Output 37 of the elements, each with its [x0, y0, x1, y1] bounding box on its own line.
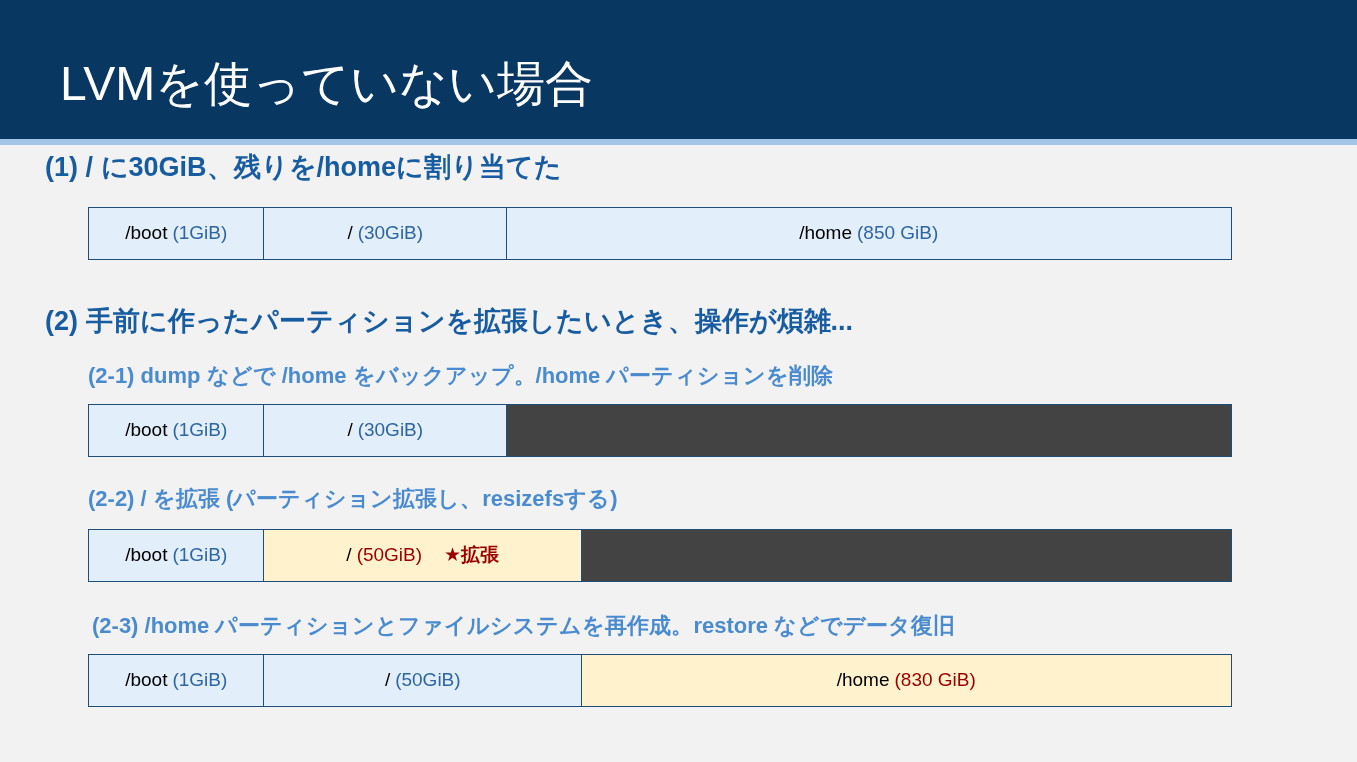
- partition-size: (30GiB): [357, 419, 424, 442]
- partition-size: (830 GiB): [894, 669, 976, 692]
- partition-box: [263, 529, 583, 582]
- mount-point: /: [347, 419, 353, 442]
- step-heading: (2-1) dump などで /home をバックアップ。/home パーティションを削除: [88, 363, 834, 390]
- mount-point: /home: [799, 222, 852, 245]
- partition-box: [88, 654, 265, 707]
- partition-size: (850 GiB): [857, 222, 939, 245]
- partition-size: (1GiB): [172, 544, 228, 567]
- section-heading: (1) / に30GiB、残りを/homeに割り当てた: [45, 151, 563, 184]
- partition-box: [581, 654, 1232, 707]
- partition-size: (50GiB): [356, 544, 423, 567]
- partition-size: (1GiB): [172, 669, 228, 692]
- annotation-text: ★拡張: [444, 544, 500, 567]
- mount-point: /boot: [125, 544, 168, 567]
- mount-point: /home: [836, 669, 890, 692]
- partition-box: [88, 207, 265, 260]
- mount-point: /: [347, 222, 353, 245]
- partition-box: [263, 404, 508, 457]
- slide-title: LVMを使っていない場合: [60, 58, 594, 111]
- partition-box: [263, 207, 508, 260]
- step-heading: (2-2) / を拡張 (パーティション拡張し、resizefsする): [88, 486, 618, 513]
- partition-size: (1GiB): [172, 419, 228, 442]
- partition-size: (1GiB): [172, 222, 228, 245]
- mount-point: /boot: [125, 669, 168, 692]
- partition-size: (30GiB): [357, 222, 424, 245]
- mount-point: /: [384, 669, 391, 692]
- section-heading: (2) 手前に作ったパーティションを拡張したいとき、操作が煩雑...: [45, 305, 853, 338]
- mount-point: /boot: [125, 222, 168, 245]
- partition-box: [263, 654, 583, 707]
- step-heading: (2-3) /home パーティションとファイルシステムを再作成。restore などでデータ復旧: [92, 613, 956, 640]
- partition-size: (50GiB): [395, 669, 461, 692]
- partition-box: [88, 404, 265, 457]
- partition-box: [88, 529, 265, 582]
- mount-point: /: [346, 544, 352, 567]
- mount-point: /boot: [125, 419, 168, 442]
- partition-box: [506, 207, 1232, 260]
